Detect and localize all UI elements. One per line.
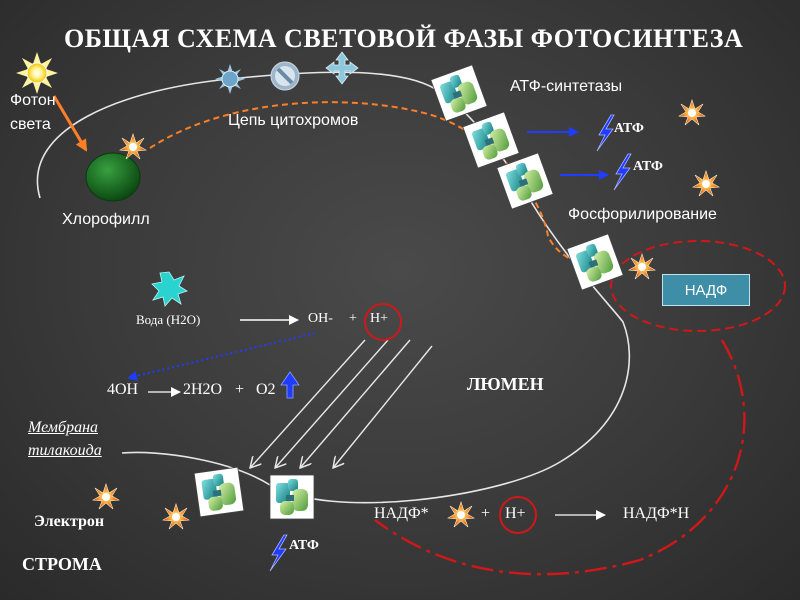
no-entry-icon [270, 61, 300, 91]
membrane-label-line1: Мембрана [28, 419, 98, 436]
water-equation-label: Вода (H2O) [136, 312, 201, 327]
sun-icon [16, 52, 58, 94]
burst-icon-stroma [162, 503, 190, 530]
water-splash-icon [151, 271, 188, 307]
lightning-icon-1 [596, 114, 615, 152]
h-plus-highlight-circle-top [364, 303, 402, 341]
lightning-icon-3 [269, 534, 288, 572]
h-plus-highlight-circle-bottom [499, 496, 537, 534]
phosphorylation-label: Фосфорилирование [568, 206, 717, 223]
chlorophyll-disc [85, 152, 141, 202]
proton-flow-arrow-2 [275, 339, 389, 468]
thylakoid-membrane [36, 71, 631, 504]
gear-sun-icon [215, 64, 245, 94]
o2-label: O2 [256, 381, 276, 398]
membrane-label-line2: тилакоида [28, 442, 102, 459]
burst-icon-nadp [628, 253, 656, 280]
atp-label-3: АТФ [289, 538, 319, 553]
lightning-icon-2 [613, 153, 632, 191]
stroma-label: СТРОМА [22, 554, 102, 574]
nadp-box-label: НАДФ [684, 281, 728, 299]
oh-minus-label: OH- [308, 311, 333, 326]
plus-sign-middle: + [235, 381, 245, 398]
photon-label-line2: света [10, 116, 51, 133]
chlorophyll-label: Хлорофилл [62, 211, 150, 228]
photon-arrow [52, 95, 88, 152]
atp-synthases-label: АТФ-синтетазы [510, 78, 623, 95]
atp-synthase-icon-6 [269, 474, 315, 520]
plus-sign-top: + [349, 311, 357, 326]
atp-label-1: АТФ [614, 121, 644, 136]
nadph-label: НАДФ*Н [623, 505, 690, 522]
burst-icon-right-top [678, 99, 706, 126]
oh-return-dotted-arrow [127, 332, 316, 381]
lumen-label: ЛЮМЕН [467, 374, 544, 394]
electron-label: Электрон [34, 513, 105, 530]
h-plus-label-bottom: H+ [505, 505, 526, 522]
two-h2o-label: 2H2O [183, 381, 223, 398]
nadp-box: НАДФ [662, 274, 750, 306]
proton-flow-arrow-4 [333, 345, 433, 468]
atp-synthase-icon-1 [430, 64, 488, 122]
proton-flow-arrow-1 [250, 339, 366, 468]
up-arrow-icon [280, 371, 300, 399]
burst-icon-electron [92, 483, 120, 510]
nadp-route-path [374, 339, 746, 576]
proton-flow-arrow-3 [300, 339, 411, 468]
nadp-highlight-ellipse [610, 240, 786, 332]
cross-arrows-icon [325, 51, 359, 85]
atp-synthase-icon-4 [566, 233, 624, 291]
burst-icon-nadp-equation [447, 501, 475, 528]
photon-label-line1: Фотон [10, 92, 56, 109]
four-oh-label: 4OH [107, 381, 139, 398]
h-plus-label-top: H+ [370, 311, 389, 326]
page-title: ОБЩАЯ СХЕМА СВЕТОВОЙ ФАЗЫ ФОТОСИНТЕЗА [64, 24, 744, 53]
burst-icon-right-mid [692, 170, 720, 197]
atp-synthase-icon-5 [193, 466, 245, 518]
plus-sign-bottom: + [481, 505, 491, 522]
cytochrome-chain-label: Цепь цитохромов [228, 112, 359, 129]
atp-label-2: АТФ [633, 159, 663, 174]
nadp-star-label: НАДФ* [374, 505, 429, 522]
